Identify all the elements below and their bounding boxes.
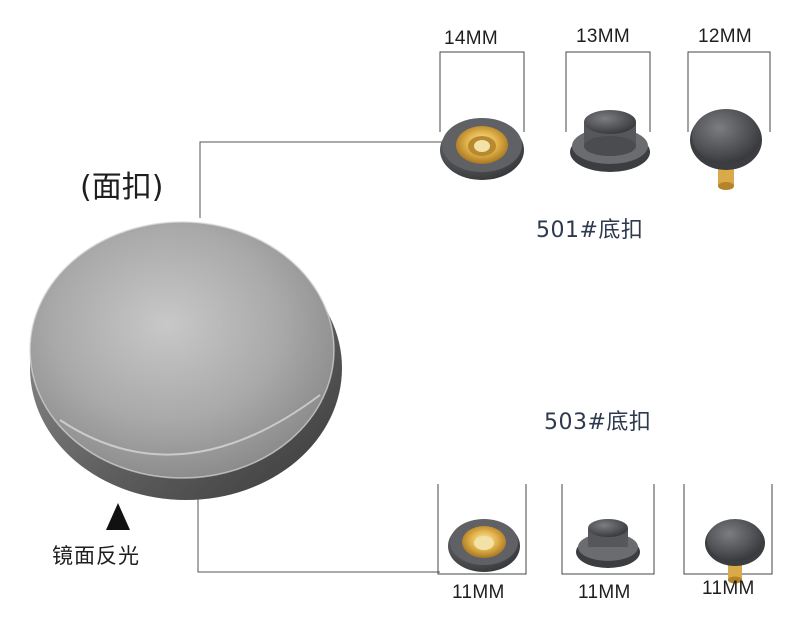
mirror-finish-note: 镜面反光	[52, 544, 140, 568]
post-501-image	[690, 109, 762, 190]
connector-line-top	[199, 141, 444, 218]
size-label-501-14: 14MM	[444, 28, 498, 49]
series-501-title: 501#底扣	[536, 218, 644, 243]
socket-501-image	[440, 118, 524, 180]
post-503-image	[705, 519, 765, 584]
main-button-label: (面扣)	[80, 170, 164, 205]
stud-503-image	[576, 519, 640, 568]
size-bracket-503-2	[561, 484, 655, 575]
size-bracket-501-13	[565, 51, 651, 132]
size-label-501-13: 13MM	[576, 26, 630, 47]
series-503-title: 503#底扣	[544, 410, 652, 435]
size-label-503-3: 11MM	[702, 578, 755, 599]
size-bracket-501-12	[687, 51, 771, 132]
connector-line-bottom	[197, 495, 440, 573]
size-bracket-503-1	[437, 484, 527, 575]
stud-501-image	[570, 110, 650, 172]
size-label-503-2: 11MM	[578, 582, 631, 603]
size-label-501-12: 12MM	[698, 26, 752, 47]
up-arrow-icon	[106, 503, 130, 530]
socket-503-image	[448, 519, 520, 572]
mirror-button-image	[29, 221, 342, 500]
size-label-503-1: 11MM	[452, 582, 505, 603]
size-bracket-501-14	[439, 51, 525, 132]
